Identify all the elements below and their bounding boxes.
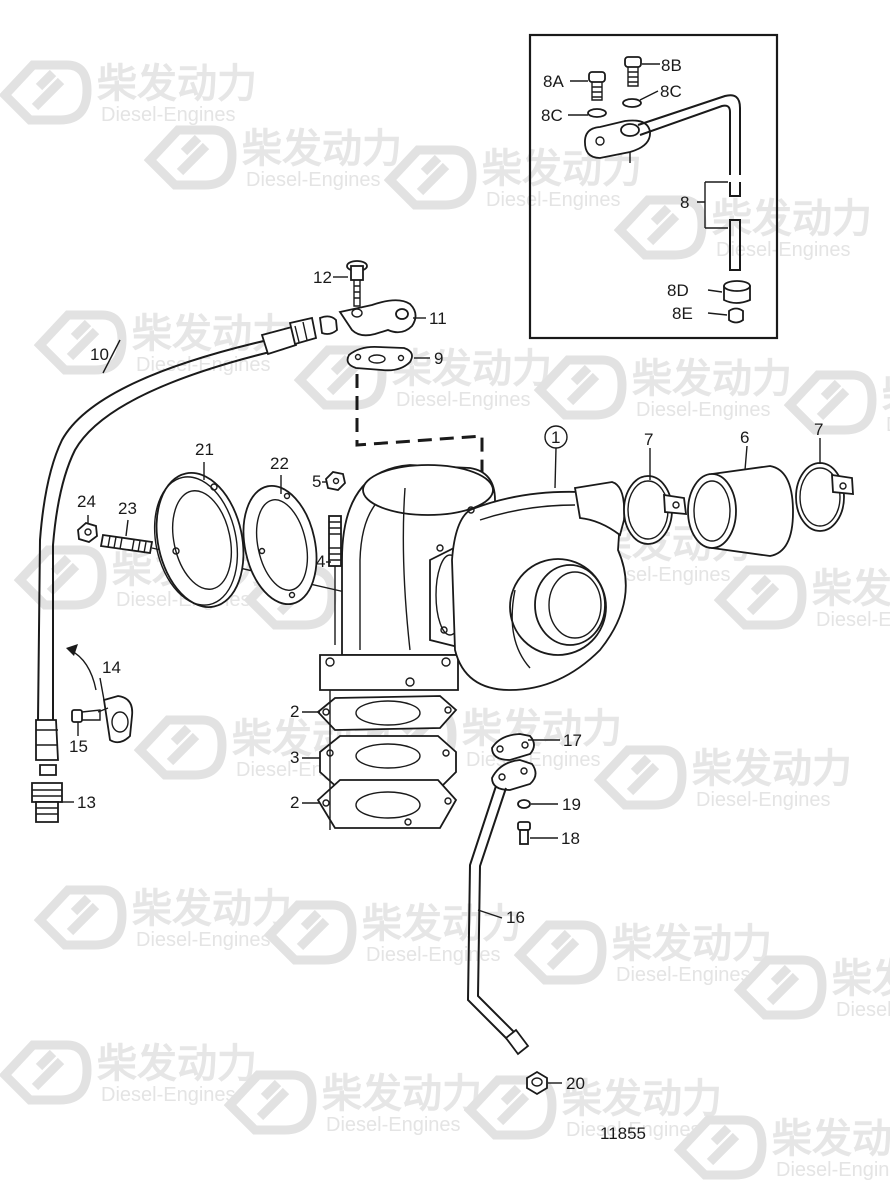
label-15: 15 bbox=[69, 737, 88, 756]
label-8d: 8D bbox=[667, 281, 689, 300]
banjo-fitting-11 bbox=[338, 299, 417, 337]
clamp-7-right bbox=[795, 462, 854, 532]
label-8c: 8C bbox=[541, 106, 563, 125]
gasket-9 bbox=[346, 346, 413, 372]
label-17: 17 bbox=[563, 731, 582, 750]
label-7: 7 bbox=[644, 430, 653, 449]
bolt-15 bbox=[71, 709, 101, 723]
label-3: 3 bbox=[290, 748, 299, 767]
nut-24 bbox=[77, 521, 98, 543]
gasket-2-lower bbox=[316, 779, 458, 829]
label-11: 11 bbox=[429, 309, 447, 328]
label-21: 21 bbox=[195, 440, 214, 459]
clip-14 bbox=[97, 695, 134, 744]
label-23: 23 bbox=[118, 499, 137, 518]
label-4: 4 bbox=[316, 552, 325, 571]
label-5: 5 bbox=[312, 472, 321, 491]
label-8e: 8E bbox=[672, 304, 693, 323]
clamp-7-left bbox=[623, 475, 688, 545]
flange-ring-21 bbox=[153, 472, 245, 608]
bolt-18 bbox=[517, 821, 531, 845]
part-labels: 1 2 3 2 4 5 6 7 7 8 8A 8B 8C 8C 8D 8E 9 … bbox=[69, 56, 823, 1093]
drawing-number: 11855 bbox=[600, 1124, 646, 1143]
bolt-8b bbox=[624, 56, 642, 87]
label-20: 20 bbox=[566, 1074, 585, 1093]
tube-segment bbox=[729, 182, 741, 197]
plate-3 bbox=[319, 735, 457, 791]
label-8c-b: 8C bbox=[660, 82, 682, 101]
label-10: 10 bbox=[90, 345, 109, 364]
label-16: 16 bbox=[506, 908, 525, 927]
leader-lines bbox=[60, 276, 821, 1084]
label-22: 22 bbox=[270, 454, 289, 473]
label-9: 9 bbox=[434, 349, 443, 368]
washer-19 bbox=[517, 799, 531, 809]
oil-drain-pipe-16 bbox=[466, 759, 537, 1056]
stud-4 bbox=[328, 515, 342, 567]
banjo-bolt-12 bbox=[346, 260, 368, 307]
ferrule-8e bbox=[728, 307, 744, 324]
gasket-2-upper bbox=[316, 695, 458, 731]
label-8a: 8A bbox=[543, 72, 564, 91]
direction-arrow bbox=[69, 649, 97, 691]
oil-pipe-flange-8 bbox=[584, 94, 741, 175]
gasket-ring-22 bbox=[242, 484, 318, 606]
stud-23 bbox=[99, 533, 154, 555]
oil-feed-pipe-10 bbox=[35, 315, 338, 776]
label-2b: 2 bbox=[290, 793, 299, 812]
gasket-17 bbox=[491, 733, 535, 761]
inset-box-part-8 bbox=[528, 33, 779, 340]
label-7b: 7 bbox=[814, 420, 823, 439]
nut-5 bbox=[325, 471, 346, 491]
label-6: 6 bbox=[740, 428, 749, 447]
label-13: 13 bbox=[77, 793, 96, 812]
assembly-path bbox=[355, 374, 484, 480]
label-18: 18 bbox=[561, 829, 580, 848]
turbocharger-1 bbox=[319, 464, 627, 691]
label-2: 2 bbox=[290, 702, 299, 721]
nipple-13 bbox=[31, 782, 63, 823]
tube-segment-lower bbox=[729, 219, 741, 271]
label-24: 24 bbox=[77, 492, 96, 511]
hose-6 bbox=[687, 465, 794, 557]
label-14: 14 bbox=[102, 658, 121, 677]
label-19: 19 bbox=[562, 795, 581, 814]
nut-20 bbox=[526, 1070, 548, 1096]
nut-8d bbox=[723, 280, 751, 304]
bolt-8a bbox=[588, 71, 606, 101]
washer-8c-b bbox=[622, 98, 642, 108]
label-1: 1 bbox=[551, 428, 560, 447]
label-12: 12 bbox=[313, 268, 332, 287]
washer-8c bbox=[587, 108, 607, 118]
label-8: 8 bbox=[680, 193, 689, 212]
label-8b: 8B bbox=[661, 56, 682, 75]
